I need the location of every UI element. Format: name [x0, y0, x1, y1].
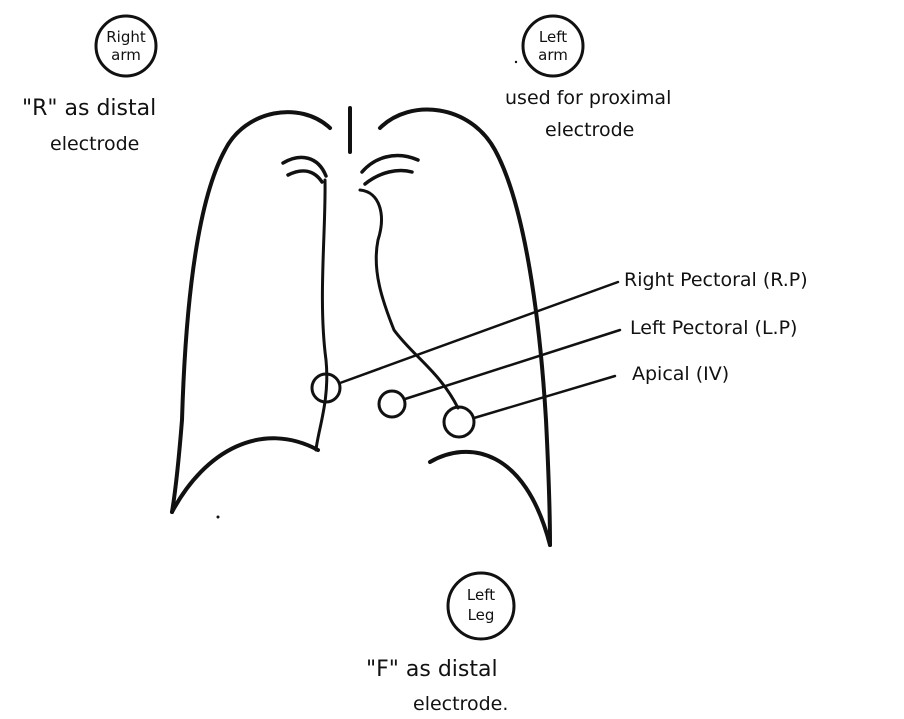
stray-dot [217, 516, 220, 519]
left-pectoral-label: Left Pectoral (L.P) [630, 317, 797, 339]
left-lung-base [430, 452, 550, 545]
left-leg-note-line2: electrode. [413, 693, 508, 715]
apical-label: Apical (IV) [632, 363, 729, 385]
stray-dot [515, 61, 517, 63]
left-arm-note: used for proximal electrode [505, 87, 671, 141]
left-leg-label-line2: Leg [468, 606, 495, 624]
left-leg-label-line1: Left [467, 586, 495, 604]
right-clavicle-2 [288, 171, 322, 182]
right-arm-circle: Right arm [96, 16, 156, 76]
apical-electrode: Apical (IV) [444, 363, 729, 437]
left-pectoral-electrode: Left Pectoral (L.P) [379, 317, 797, 417]
right-arm-label-line1: Right [106, 28, 146, 46]
left-arm-label-line1: Left [539, 28, 567, 46]
right-arm-note: "R" as distal electrode [22, 96, 156, 155]
left-leg-note-line1: "F" as distal [366, 657, 498, 682]
left-arm-label-line2: arm [538, 46, 568, 64]
right-arm-note-line1: "R" as distal [22, 96, 156, 121]
left-arm-note-line1: used for proximal [505, 87, 671, 109]
left-clavicle [362, 156, 418, 172]
right-pectoral-label: Right Pectoral (R.P) [624, 269, 808, 291]
left-leg-note: "F" as distal electrode. [366, 657, 508, 715]
right-arm-note-line2: electrode [50, 133, 139, 155]
right-arm-label-line2: arm [111, 46, 141, 64]
heart-left-border [360, 190, 458, 408]
left-arm-note-line2: electrode [545, 119, 634, 141]
left-leg-circle: Left Leg [448, 573, 514, 639]
right-lung-base [172, 438, 318, 512]
left-clavicle-2 [365, 171, 412, 185]
left-arm-circle: Left arm [523, 16, 583, 76]
left-lung-outline [380, 110, 550, 545]
heart-right-border [316, 180, 327, 450]
